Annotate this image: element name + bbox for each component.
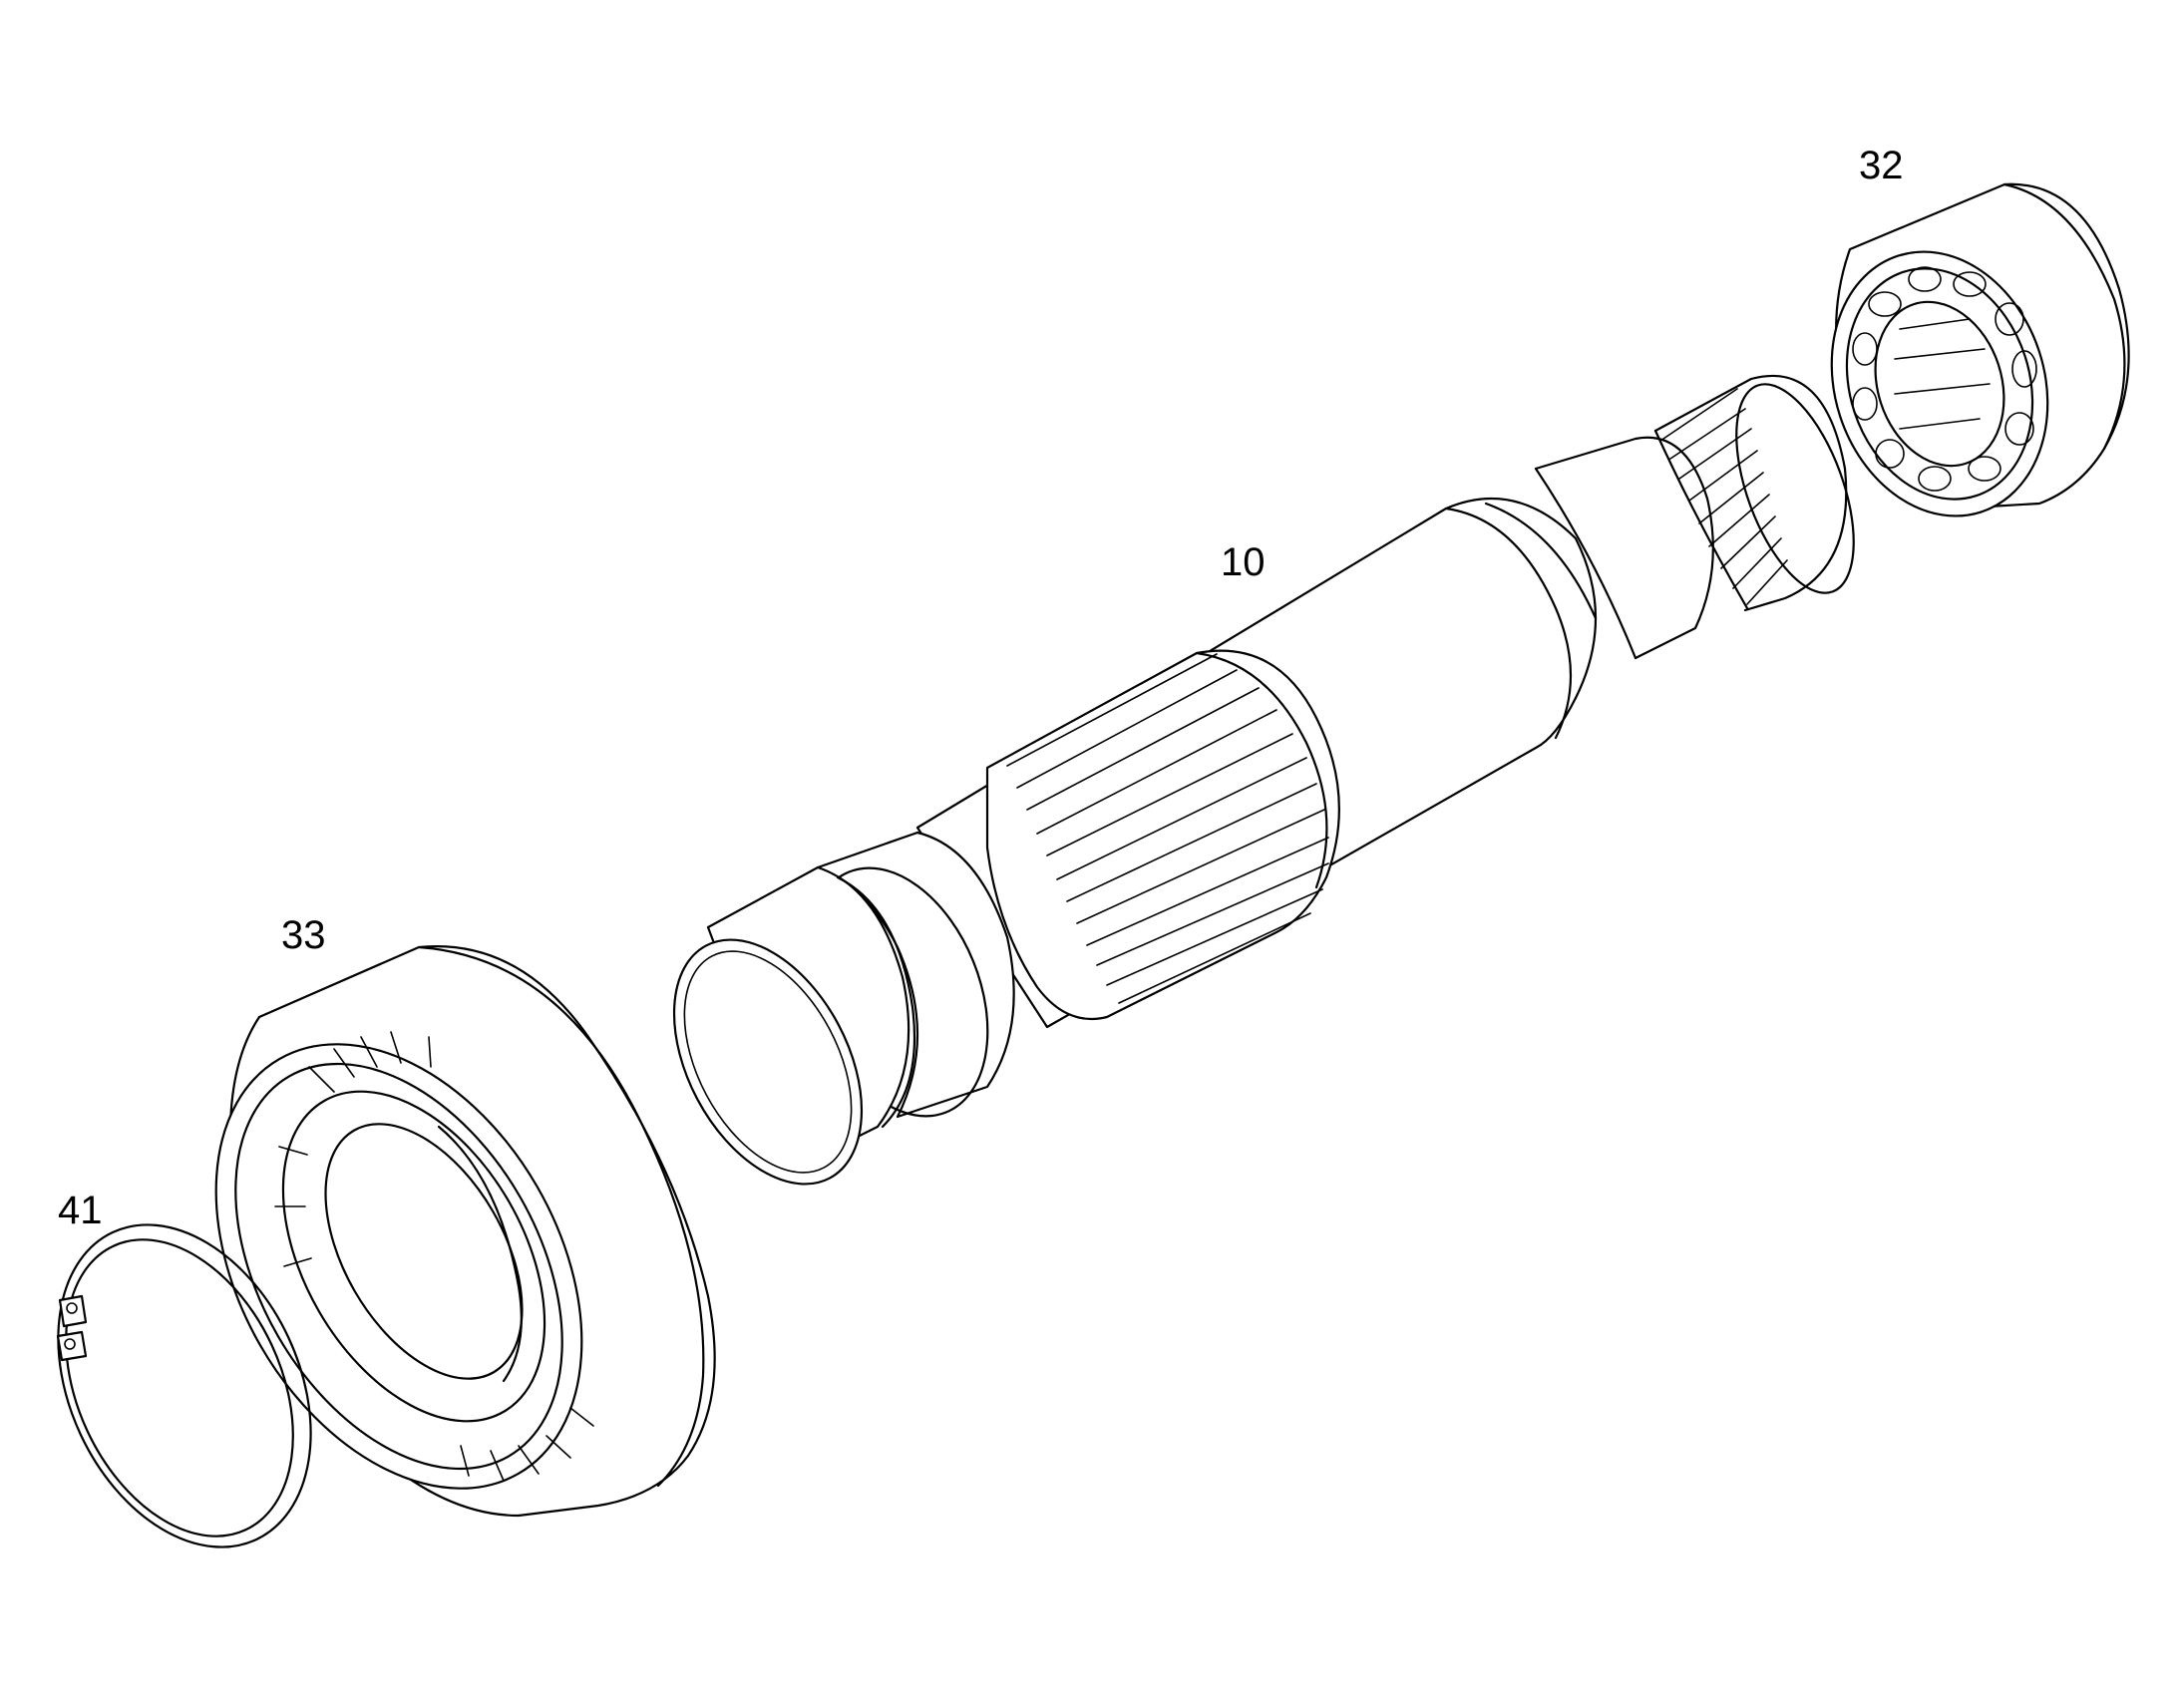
bearing-32-rollers	[1852, 266, 2037, 492]
splined-shaft	[672, 374, 1855, 1186]
callout-label-33: 33	[281, 913, 326, 957]
snap-ring-lugs	[56, 1294, 88, 1362]
bearing-33-rollers	[274, 1031, 594, 1482]
callout-label-41: 41	[58, 1189, 103, 1232]
roller-bearing-large	[214, 945, 716, 1518]
shaft-rear-neck	[1534, 436, 1714, 660]
callout-label-10: 10	[1221, 540, 1266, 584]
shaft-rear-spline	[1653, 374, 1855, 612]
callout-label-32: 32	[1859, 144, 1904, 187]
shaft-front-end	[672, 865, 916, 1186]
snap-ring	[56, 1223, 312, 1548]
shaft-main-spline	[985, 649, 1340, 1021]
roller-bearing-small	[1830, 182, 2130, 517]
